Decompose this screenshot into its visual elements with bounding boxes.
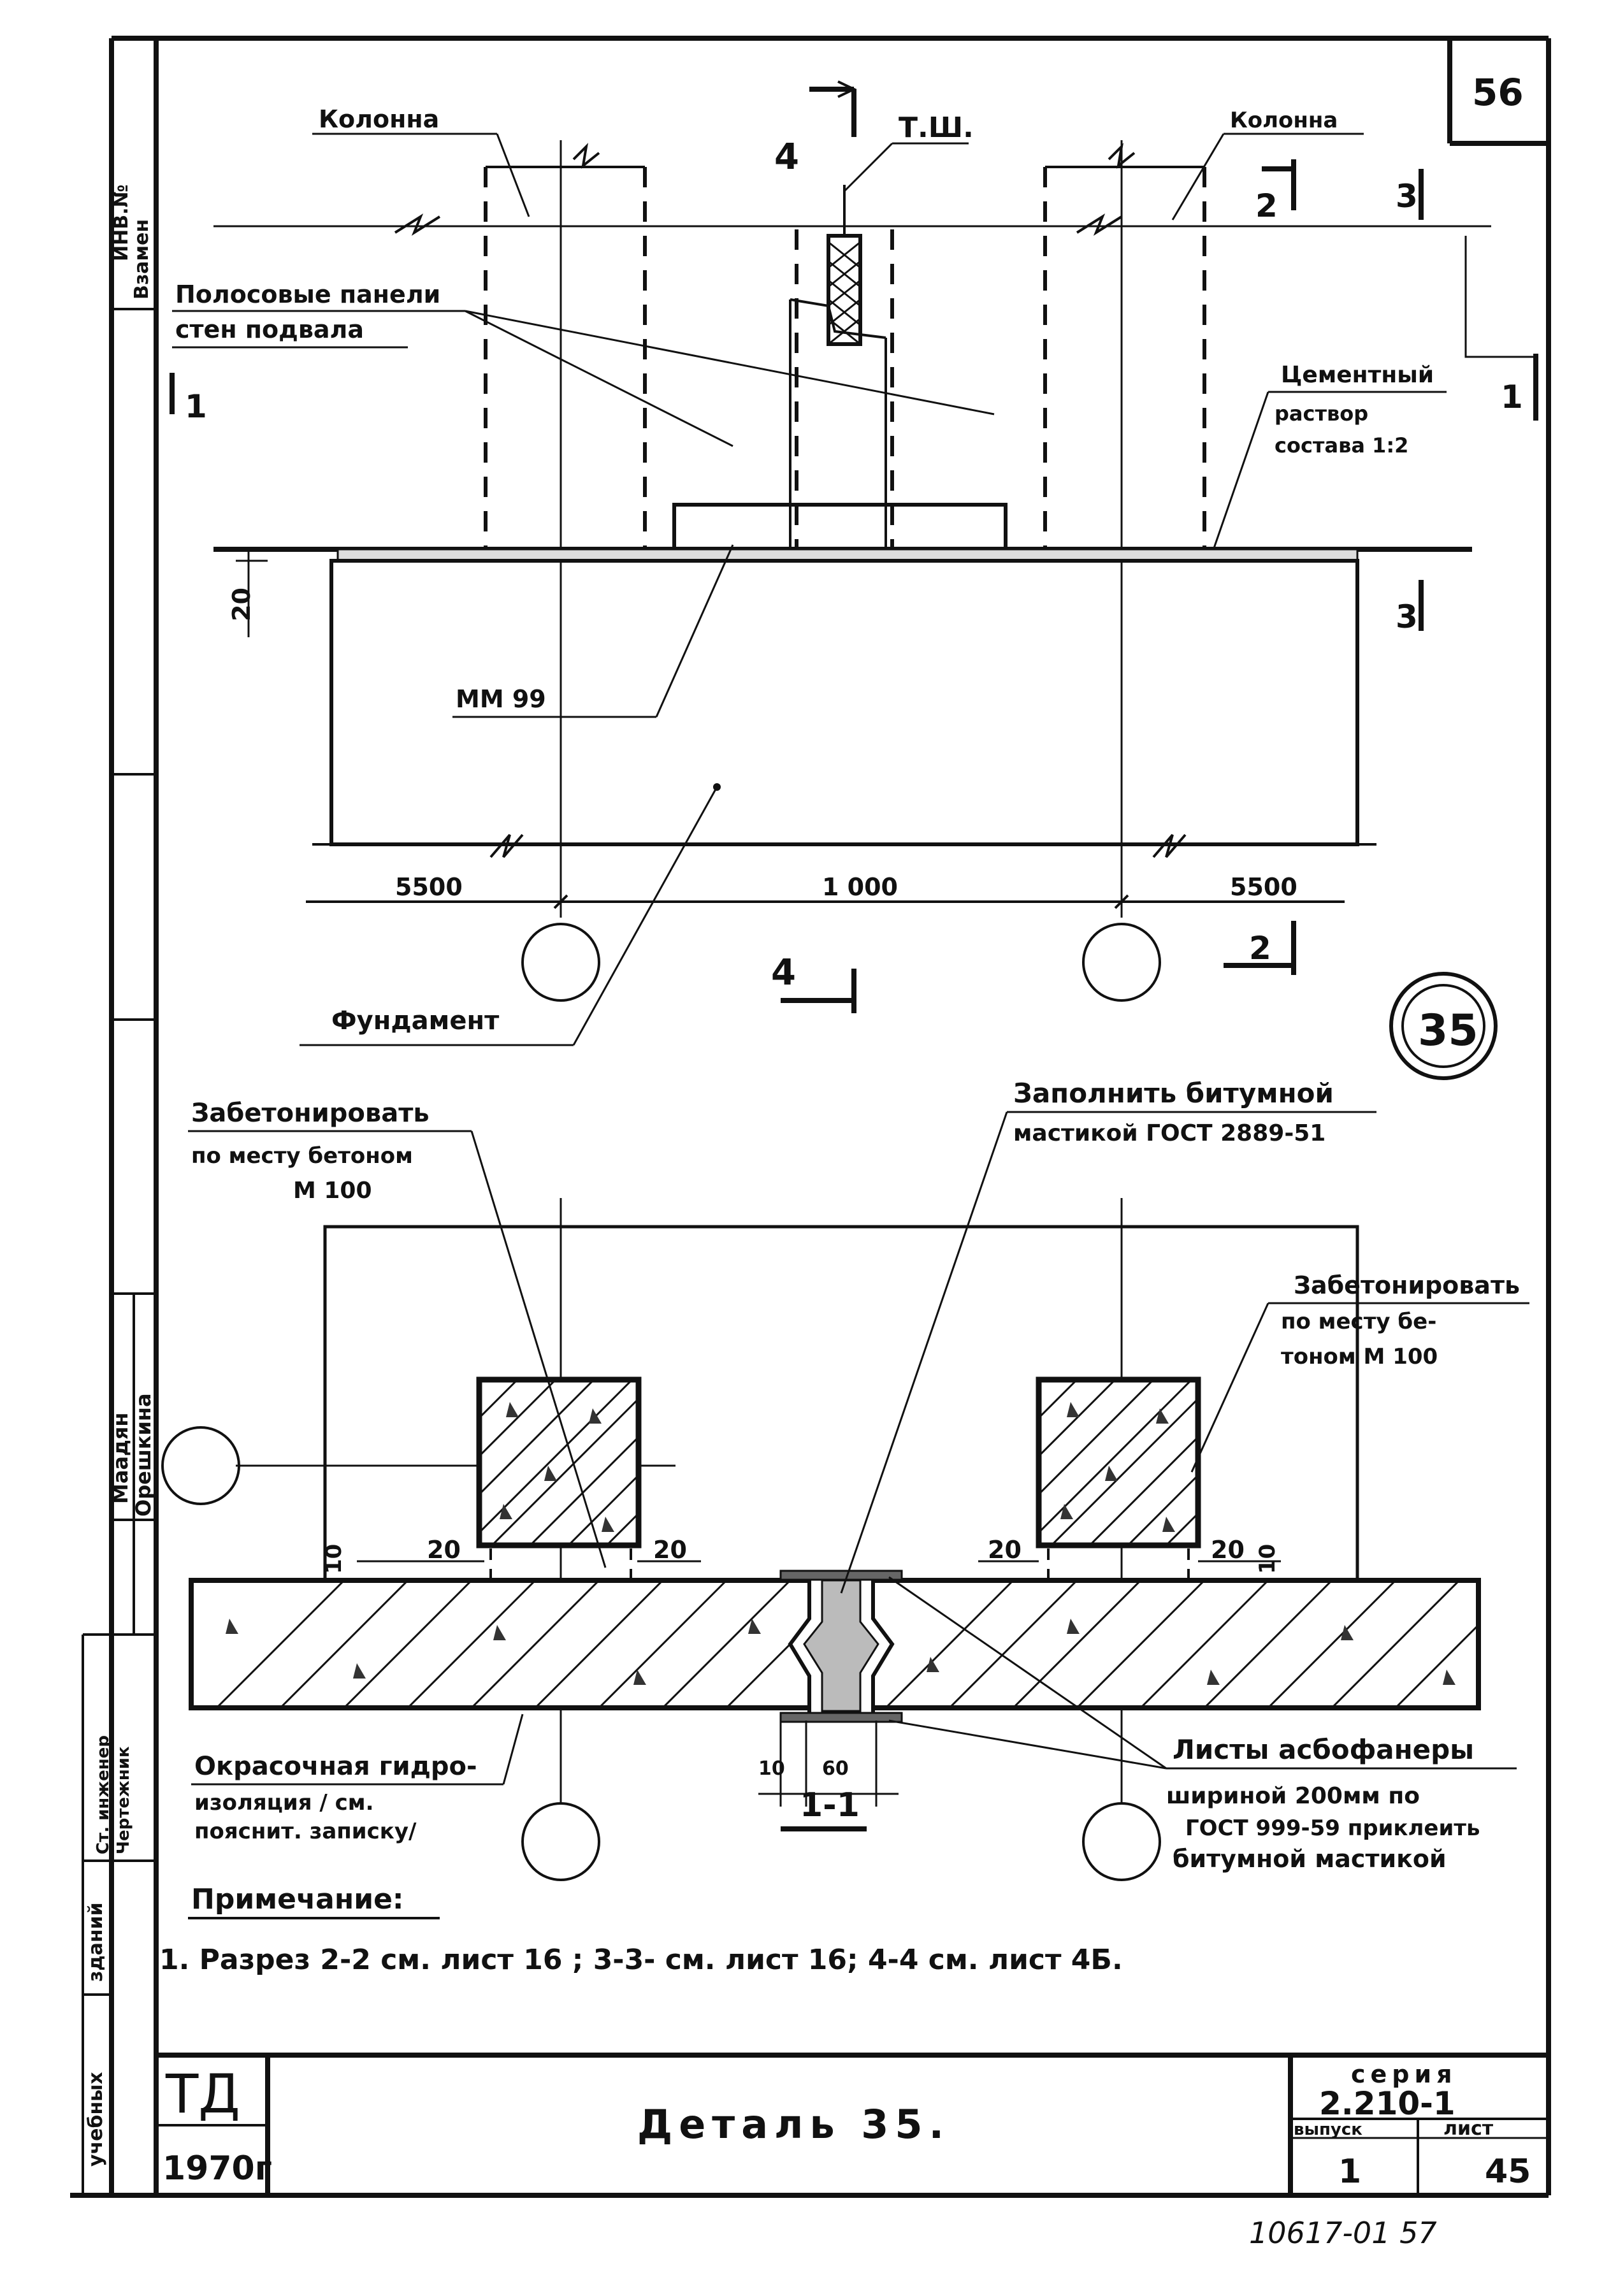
label-sheets-1: Листы асбофанеры [1173, 1734, 1474, 1765]
label-concrete-right-1: Забетонировать [1294, 1271, 1520, 1299]
axis-circle-right [1082, 923, 1161, 1002]
sec-1-left: 1 [185, 388, 207, 425]
note-heading: Примечание: [191, 1883, 404, 1916]
dim-mid: 1 000 [822, 873, 898, 901]
label-concrete-left-3: М 100 [293, 1178, 372, 1204]
label-panels-1: Полосовые панели [175, 280, 440, 308]
sheet-label: лист [1443, 2118, 1494, 2140]
label-mortar-2: раствор [1275, 401, 1368, 426]
dim-left: 5500 [395, 873, 463, 901]
issue-value: 1 [1338, 2153, 1361, 2191]
label-paint-2: изоляция / см. [194, 1790, 373, 1816]
sec-4-bottom: 4 [771, 952, 796, 993]
detail-circle [1389, 972, 1498, 1080]
sec-3-bottom: 3 [1396, 598, 1418, 635]
label-column-right: Колонна [1230, 108, 1338, 133]
axis-circle-left [521, 923, 600, 1002]
sec-4-top: 4 [774, 136, 799, 178]
label-sheets-2: шириной 200мм по [1166, 1783, 1420, 1809]
note-text: 1. Разрез 2-2 см. лист 16 ; 3-3- см. лис… [159, 1944, 1123, 1976]
concrete-box-right [1036, 1376, 1201, 1549]
axis-circle-side [161, 1426, 240, 1505]
detail-circle-number: 35 [1418, 1006, 1478, 1056]
dim-10-left: 10 [321, 1544, 347, 1574]
sec-2-top: 2 [1255, 187, 1278, 224]
title-main: Деталь 35. [637, 2101, 950, 2148]
series-label: серия [1351, 2060, 1457, 2088]
section-view: 10 20 20 20 20 10 10 60 1-1 Забетонирова… [161, 1078, 1529, 1881]
label-paint-1: Окрасочная гидро- [194, 1752, 477, 1781]
title-block: ТД 1970г Деталь 35. серия 2.210-1 выпуск… [156, 2053, 1549, 2195]
footer-code: 10617-01 57 [1249, 2216, 1437, 2250]
left-stamp-strip: ИНВ.№ Взамен Ст. инженер Чертежник Маадя… [82, 184, 156, 2195]
label-mortar-1: Цементный [1281, 362, 1434, 388]
sheet-number-box: 56 [1447, 38, 1549, 146]
dim-20-c: 20 [988, 1536, 1022, 1564]
dim-10-bottom: 10 [758, 1758, 785, 1780]
stamp-name-engineer: Маадян [108, 1412, 133, 1504]
label-concrete-left-2: по месту бетоном [191, 1143, 413, 1169]
sheet-value: 45 [1485, 2153, 1531, 2191]
label-fill-2: мастикой ГОСТ 2889-51 [1013, 1120, 1325, 1146]
label-tsh: Т.Ш. [899, 112, 974, 144]
stamp-role-draftsman: Чертежник [114, 1746, 133, 1854]
issue-label: выпуск [1294, 2120, 1362, 2139]
label-panels-2: стен подвала [175, 315, 364, 343]
sheet-number: 56 [1472, 71, 1524, 114]
stamp-uchebnykh: учебных [85, 2072, 107, 2167]
label-foundation: Фундамент [331, 1006, 500, 1036]
sec-1-right: 1 [1501, 379, 1523, 415]
dim-10-right: 10 [1255, 1544, 1280, 1574]
concrete-box-left [476, 1376, 642, 1549]
label-mm99: ММ 99 [456, 685, 546, 713]
stamp-zdaniy: зданий [85, 1902, 107, 1982]
stamp-name-draftsman: Орешкина [131, 1393, 155, 1517]
title-td: ТД [165, 2063, 240, 2125]
dim-60: 60 [822, 1758, 849, 1780]
label-fill-1: Заполнить битумной [1013, 1078, 1334, 1109]
label-paint-3: пояснит. записку/ [194, 1819, 417, 1844]
dim-20-b: 20 [653, 1536, 687, 1564]
label-concrete-left-1: Забетонировать [191, 1099, 430, 1128]
dim-20-plan: 20 [228, 588, 256, 621]
stamp-role-engineer: Ст. инженер [94, 1735, 113, 1854]
section-title: 1-1 [800, 1786, 860, 1824]
sec-3-top: 3 [1396, 178, 1418, 215]
label-sheets-4: битумной мастикой [1173, 1845, 1447, 1873]
plan-view: 5500 1 000 5500 20 4 4 2 2 3 3 1 1 [170, 80, 1538, 1080]
label-concrete-right-2: по месту бе- [1281, 1309, 1436, 1334]
axis-circle-bottom-right [1082, 1802, 1161, 1881]
mm99-element [672, 503, 1008, 551]
label-column-left: Колонна [319, 105, 439, 133]
title-year: 1970г [163, 2149, 272, 2188]
sec-2-bottom: 2 [1249, 930, 1271, 967]
dim-20-d: 20 [1211, 1536, 1245, 1564]
stamp-vzamen: Взамен [131, 219, 153, 300]
label-mortar-3: состава 1:2 [1275, 433, 1408, 458]
stamp-inv-no: ИНВ.№ [110, 184, 133, 261]
note-block: Примечание: 1. Разрез 2-2 см. лист 16 ; … [159, 1883, 1123, 1976]
series-value: 2.210-1 [1319, 2085, 1455, 2122]
seam-joint [779, 1570, 903, 1723]
dim-20-a: 20 [427, 1536, 461, 1564]
label-concrete-right-3: тоном М 100 [1281, 1344, 1438, 1369]
label-sheets-3: ГОСТ 999-59 приклеить [1185, 1816, 1480, 1841]
dim-right: 5500 [1230, 873, 1297, 901]
sheet-frame [70, 36, 1551, 2198]
axis-circle-bottom-left [521, 1802, 600, 1881]
